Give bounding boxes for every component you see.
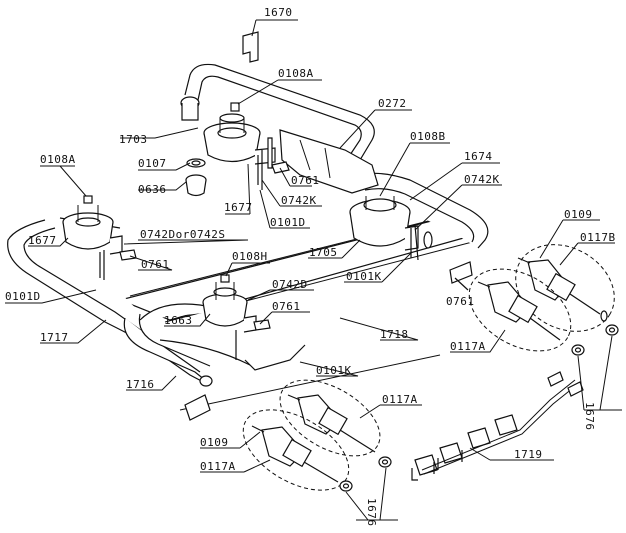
label-0108a-left: 0108A	[40, 153, 76, 166]
label-0117b: 0117B	[580, 231, 616, 244]
pipe-1716	[123, 313, 213, 387]
label-1717: 1717	[40, 331, 69, 344]
label-0109-a: 0109	[564, 208, 593, 221]
label-0742k-a: 0742K	[281, 194, 317, 207]
label-1670: 1670	[264, 6, 293, 19]
valve-group-0117a-right	[468, 268, 619, 356]
label-1674: 1674	[464, 150, 493, 163]
label-0108b: 0108B	[410, 130, 446, 143]
label-0761-c: 0761	[272, 300, 301, 313]
label-0107: 0107	[138, 157, 167, 170]
label-1677-b: 1677	[28, 234, 57, 247]
label-1718: 1718	[380, 328, 409, 341]
label-1676-a: 1676	[583, 402, 596, 431]
label-1719: 1719	[514, 448, 543, 461]
label-1677-a: 1677	[224, 201, 253, 214]
label-1703: 1703	[119, 133, 148, 146]
label-1676-b: 1676	[365, 498, 378, 527]
leader-lines	[5, 19, 622, 521]
label-0117a-b: 0117A	[382, 393, 418, 406]
label-0101k-b: 0101K	[316, 364, 352, 377]
label-0742d: 0742D	[272, 278, 308, 291]
burner-1663	[202, 274, 257, 360]
label-0108a-top: 0108A	[278, 67, 314, 80]
label-1663: 1663	[164, 314, 193, 327]
rear-pipe-1703	[180, 63, 375, 166]
label-0101k-a: 0101K	[346, 270, 382, 283]
label-0101d-b: 0101D	[5, 290, 41, 303]
burner-1705	[349, 196, 433, 251]
label-0117a-a: 0117A	[450, 340, 486, 353]
burner-1703	[203, 113, 276, 165]
label-0742dor0742s: 0742Dor0742S	[140, 228, 225, 241]
label-0272: 0272	[378, 97, 407, 110]
label-0761-a: 0761	[291, 174, 320, 187]
burner-1677-left	[62, 195, 123, 255]
label-0108h: 0108H	[232, 250, 268, 263]
label-1705: 1705	[309, 246, 338, 259]
label-0101d-a: 0101D	[270, 216, 306, 229]
label-0109-b: 0109	[200, 436, 229, 449]
ignition-harness-1719	[411, 371, 584, 481]
label-0742k-b: 0742K	[464, 173, 500, 186]
label-0761-b: 0761	[141, 258, 170, 271]
label-0761-d: 0761	[446, 295, 475, 308]
label-0117a-c: 0117A	[200, 460, 236, 473]
label-0636: 0636	[138, 183, 167, 196]
valve-group-0117a-lower	[242, 379, 392, 492]
label-1716: 1716	[126, 378, 155, 391]
part-labels: 1670 0108A 0272 1703 0108B 1674 0108A 01…	[5, 6, 616, 527]
valve-group-0117b	[515, 244, 615, 332]
